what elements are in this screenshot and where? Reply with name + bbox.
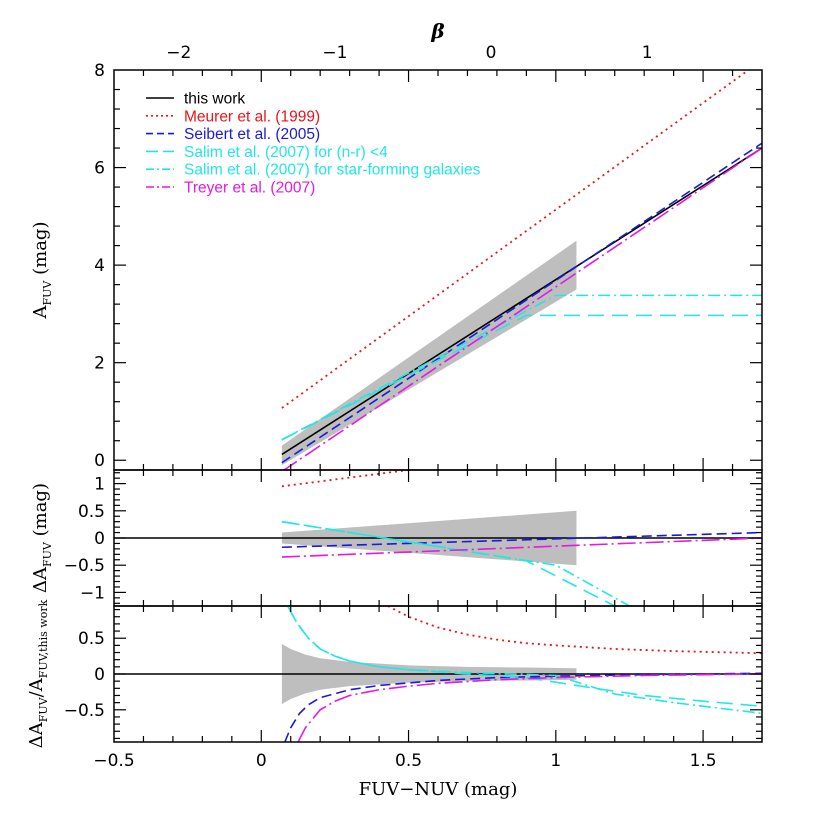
panel-top-plot-area bbox=[281, 70, 762, 470]
legend-entry-this-work: this work bbox=[184, 91, 245, 108]
panel-top-series-salim-et-al-2007-for-n-r-4 bbox=[281, 314, 762, 441]
legend-entry-meurer-et-al-1999: Meurer et al. (1999) bbox=[184, 108, 320, 125]
legend-entry-salim-et-al-2007-for-star-forming-galaxies: Salim et al. (2007) for star-forming gal… bbox=[184, 162, 481, 179]
legend-entry-seibert-et-al-2005: Seibert et al. (2005) bbox=[184, 126, 320, 143]
panel-top-ytick-label: 4 bbox=[94, 256, 105, 276]
panel-middle-series-meurer-et-al-1999 bbox=[281, 470, 409, 488]
panel-top-series-this-work bbox=[281, 147, 762, 456]
x-axis-label: FUV−NUV (mag) bbox=[359, 779, 518, 800]
panel-top-ylabel: AFUV (mag) bbox=[30, 222, 54, 320]
panel-middle-ytick-label: −0.5 bbox=[64, 556, 105, 576]
panel-top-series-meurer-et-al-1999 bbox=[281, 70, 751, 409]
panel-middle-ytick-label: 0 bbox=[94, 529, 105, 549]
panel-top-ytick-label: 0 bbox=[94, 451, 105, 471]
legend-entry-salim-et-al-2007-for-n-r-4: Salim et al. (2007) for (n-r) <4 bbox=[184, 144, 388, 161]
panel-middle-ytick-label: 1 bbox=[94, 475, 105, 495]
top-axis-tick-label: 1 bbox=[642, 43, 653, 63]
panel-middle-series-seibert-et-al-2005 bbox=[281, 531, 762, 549]
x-tick-label: −0.5 bbox=[93, 751, 134, 771]
x-tick-label: 0.5 bbox=[395, 751, 422, 771]
panel-top-ytick-label: 2 bbox=[94, 354, 105, 374]
panel-middle-ylabel: ΔAFUV (mag) bbox=[30, 483, 54, 593]
panel-bottom-ytick-label: 0 bbox=[94, 665, 105, 685]
panel-top-series-seibert-et-al-2005 bbox=[281, 142, 762, 464]
panel-bottom-plot-area bbox=[114, 606, 762, 742]
panel-bottom-ylabel: ΔAFUV/AFUV,this work bbox=[26, 599, 50, 748]
panel-top-series-salim-et-al-2007-for-star-forming-galaxies bbox=[281, 294, 762, 441]
top-axis-tick-label: −2 bbox=[166, 43, 191, 63]
panel-top-ytick-label: 6 bbox=[94, 159, 105, 179]
panel-middle-ytick-label: −1 bbox=[80, 583, 105, 603]
panel-middle-series-salim-et-al-2007-for-star-forming-galaxies bbox=[281, 520, 630, 606]
panel-bottom-ytick-label: 0.5 bbox=[78, 629, 105, 649]
panel-bottom-ytick-label: −0.5 bbox=[64, 701, 105, 721]
panel-bottom-series-salim-et-al-2007-for-n-r-4 bbox=[287, 606, 762, 708]
x-tick-label: 1 bbox=[550, 751, 561, 771]
top-axis-label: β bbox=[430, 19, 444, 43]
legend-entry-treyer-et-al-2007: Treyer et al. (2007) bbox=[184, 180, 315, 197]
panel-bottom-series-treyer-et-al-2007 bbox=[297, 673, 762, 742]
panel-top-ytick-label: 8 bbox=[94, 61, 105, 81]
panel-bottom-series-meurer-et-al-1999 bbox=[387, 606, 762, 655]
x-tick-label: 1.5 bbox=[690, 751, 717, 771]
panel-middle-ytick-label: 0.5 bbox=[78, 502, 105, 522]
panel-middle-series-treyer-et-al-2007 bbox=[281, 537, 762, 558]
panel-top-uncertainty-band bbox=[281, 240, 577, 466]
x-tick-label: 0 bbox=[256, 751, 267, 771]
panel-middle-plot-area bbox=[114, 470, 762, 606]
top-axis-tick-label: 0 bbox=[486, 43, 497, 63]
panel-top-series-treyer-et-al-2007 bbox=[282, 147, 762, 470]
panel-bottom-series-salim-et-al-2007-for-star-forming-galaxies bbox=[287, 606, 762, 715]
top-axis-tick-label: −1 bbox=[322, 43, 347, 63]
